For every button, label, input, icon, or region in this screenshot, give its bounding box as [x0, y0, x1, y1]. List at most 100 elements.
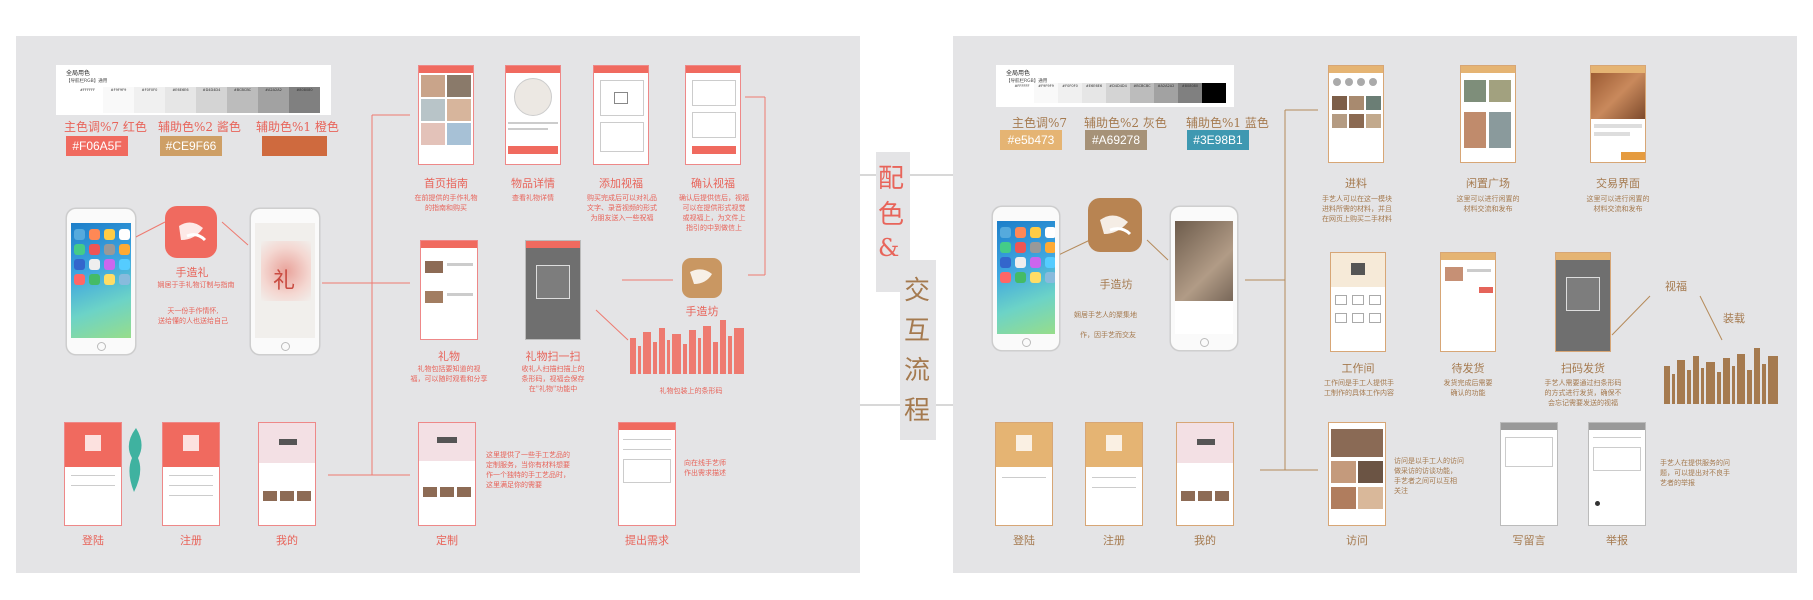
color-swatch-tertiary [262, 136, 327, 156]
splash-screen [1175, 221, 1233, 334]
screen-title-mine-right: 我的 [1180, 532, 1230, 548]
screen-mine-right [1176, 422, 1234, 526]
screen-desc-customize: 这里提供了一些手工艺品的 定制服务，当你有材料想要 作一个独特的手工艺品时， 这… [486, 450, 596, 490]
palette-card: 全局用色 【导航栏RGB】通用 #FFFFFF #F9F9F9 #F0F0F0 … [56, 65, 331, 115]
screen-desc-home-guide: 在前提供的手作礼物 的指南和购买 [404, 193, 488, 213]
screen-title-home-guide: 首页指南 [412, 175, 480, 191]
screen-title-item-detail: 物品详情 [499, 175, 567, 191]
swatch: #808080 [1178, 83, 1202, 103]
palette-subheader: 【导航栏RGB】通用 [66, 78, 107, 84]
color-swatch-tertiary-right: #3E98B1 [1187, 130, 1249, 150]
screen-desc-pending-shipment: 发货完成后需要 确认的功能 [1430, 378, 1506, 398]
color-label-secondary-right: 辅助色%2 灰色 [1084, 114, 1167, 131]
screen-title-register: 注册 [166, 532, 216, 548]
gift-app-icon[interactable] [165, 206, 217, 258]
phone-home-screen [66, 208, 136, 355]
craft-shop-name: 手造坊 [676, 303, 728, 319]
screen-title-idle-plaza: 闲置广场 [1452, 175, 1524, 191]
swatch: #E6E6E6 [1082, 83, 1106, 103]
screen-title-pending-shipment: 待发货 [1436, 360, 1500, 376]
blessing-label: 视福 [1656, 278, 1696, 294]
screen-title-customize: 定制 [422, 532, 472, 548]
ios-home [71, 223, 131, 338]
screen-title-mine: 我的 [262, 532, 312, 548]
screen-desc-confirm-blessing: 确认后提供信后，视福 可以在提供形式视觉 或视福上，为文件上 指引的中到做信上 [672, 193, 756, 233]
screen-title-gift: 礼物 [416, 348, 482, 364]
packing-label: 装载 [1714, 310, 1754, 326]
screen-confirm-blessing [685, 65, 741, 165]
swatch: #F9F9F9 [1034, 83, 1058, 103]
center-title-block: 配 色 & 交 互 流 程 [870, 152, 942, 442]
screen-gift-scan [525, 240, 581, 340]
screen-trade [1590, 65, 1646, 163]
leaf-decoration-icon [124, 428, 146, 492]
swatch: #BCBCBC [227, 87, 258, 113]
swatch: #A2A2A2 [1154, 83, 1178, 103]
screen-write-message [1500, 422, 1558, 526]
gift-app-note: 天一份手作情怀, 送给懂的人也送给自己 [148, 306, 238, 326]
screen-mine [258, 422, 316, 526]
screen-pending-shipment [1440, 252, 1496, 352]
phone-splash: 礼 [250, 208, 320, 355]
color-label-tertiary: 辅助色%1 橙色 [256, 118, 339, 135]
screen-desc-workshop: 工作间是手工人提供手 工制作的具体工作内容 [1314, 378, 1404, 398]
screen-add-blessing [593, 65, 649, 165]
screen-login [64, 422, 122, 526]
screen-visit [1328, 422, 1386, 526]
palette-header: 全局用色 [66, 68, 90, 77]
color-swatch-secondary-right: #A69278 [1085, 130, 1147, 150]
screen-title-login-right: 登陆 [999, 532, 1049, 548]
swatch: #BCBCBC [1130, 83, 1154, 103]
screen-title-register-right: 注册 [1089, 532, 1139, 548]
title-char: 互 [904, 310, 930, 347]
barcode-cityscape-illustration [630, 318, 750, 374]
color-label-secondary: 辅助色%2 酱色 [158, 118, 241, 135]
screen-register [162, 422, 220, 526]
screen-title-report: 举报 [1592, 532, 1642, 548]
screen-desc-add-blessing: 购买完成后可以对礼品 文字、录音视频的形式 为朋友送入一些祝福 [580, 193, 664, 223]
gift-app-name: 手造礼 [166, 264, 218, 280]
swatch: #808080 [289, 87, 320, 113]
color-label-tertiary-right: 辅助色%1 蓝色 [1186, 114, 1269, 131]
title-char: 交 [904, 270, 930, 307]
screen-register-right [1085, 422, 1143, 526]
grayscale-swatches: #FFFFFF #F9F9F9 #F0F0F0 #E6E6E6 #D4D4D4 … [72, 87, 320, 113]
screen-desc-scan-ship: 手艺人需要通过扫条形码 的方式进行发货，确保不 会忘记需要发送的视福 [1534, 378, 1632, 408]
craftsman-app-name: 手造坊 [1090, 276, 1142, 292]
screen-title-request: 提出需求 [612, 532, 682, 548]
title-char: & [878, 234, 899, 262]
screen-title-scan-ship: 扫码发货 [1546, 360, 1620, 376]
screen-home-guide [418, 65, 474, 165]
palette-header: 全局用色 [1006, 68, 1030, 77]
craftsman-app-tagline: 娴居手艺人的聚集地 [1074, 310, 1164, 320]
title-char: 流 [904, 350, 930, 387]
screen-title-visit: 访问 [1332, 532, 1382, 548]
title-char: 程 [904, 390, 930, 427]
grayscale-swatches: #FFFFFF #F9F9F9 #F0F0F0 #E6E6E6 #D4D4D4 … [1010, 83, 1226, 103]
swatch: #FFFFFF [72, 87, 103, 113]
screen-request [618, 422, 676, 526]
craftsman-app-note: 作，因手艺而交友 [1080, 330, 1160, 340]
screen-title-gift-scan: 礼物扫一扫 [516, 348, 590, 364]
splash-screen: 礼 [255, 223, 315, 338]
screen-customize [418, 422, 476, 526]
barcode-note: 礼物包装上的条形码 [636, 386, 746, 396]
craftsman-app-icon[interactable] [1088, 198, 1142, 252]
craft-shop-icon[interactable] [682, 258, 722, 298]
color-swatch-primary: #F06A5F [66, 136, 128, 156]
swatch: #D4D4D4 [196, 87, 227, 113]
swatch: #F0F0F0 [1058, 83, 1082, 103]
phone-home-screen-right [992, 206, 1060, 351]
swatch: #D4D4D4 [1106, 83, 1130, 103]
swatch: #FFFFFF [1010, 83, 1034, 103]
screen-desc-trade: 这里可以进行闲置的 材料交流和发布 [1576, 194, 1660, 214]
title-char: 配 [878, 158, 904, 195]
screen-title-write-message: 写留言 [1496, 532, 1562, 548]
screen-desc-report: 手艺人在提供服务的问 题，可以提出对不良手 艺者的举报 [1660, 458, 1760, 488]
swatch: #A2A2A2 [258, 87, 289, 113]
swatch [1202, 83, 1226, 103]
gift-app-tagline: 娴居于手礼物订制与指南 [146, 280, 246, 290]
screen-login-right [995, 422, 1053, 526]
screen-gift [420, 240, 478, 340]
title-char: 色 [878, 194, 904, 231]
